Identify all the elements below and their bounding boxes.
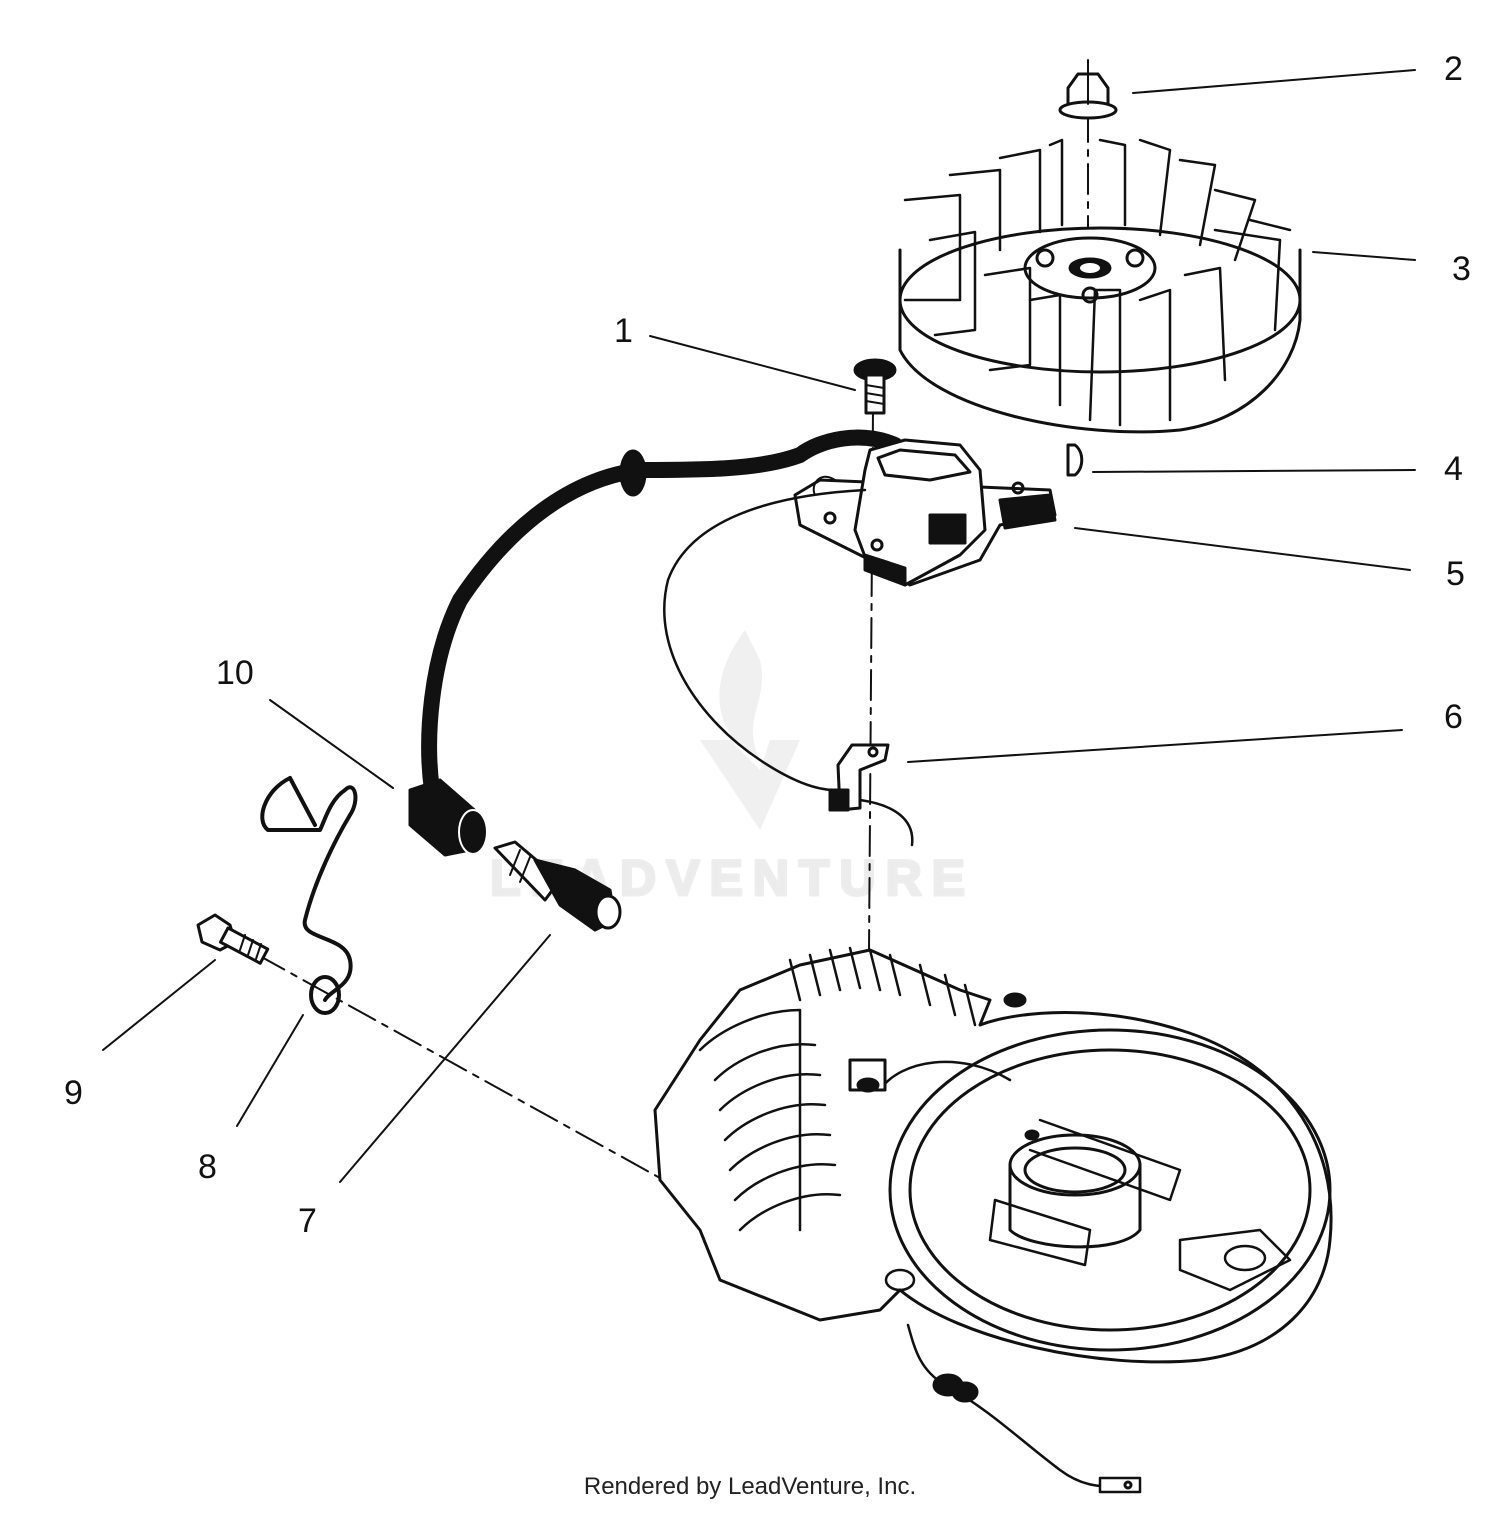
callout-1: 1 [614,312,633,350]
callout-4: 4 [1444,450,1463,488]
stop-wire [906,1323,1142,1494]
callout-labels: 1 2 3 4 5 6 7 8 9 10 [64,50,1471,1240]
callout-10: 10 [216,654,254,692]
ignition-module [793,438,1057,587]
render-credit: Rendered by LeadVenture, Inc. [583,1473,917,1500]
leader-line-5 [1074,527,1411,571]
ignition-lead-cable [421,429,903,798]
leader-line-3 [1312,251,1416,261]
callout-7: 7 [298,1202,317,1240]
leader-line-2 [1132,69,1416,94]
leader-line-6 [907,729,1403,763]
leader-line-9 [102,959,216,1051]
leader-line-4 [1092,469,1416,473]
spark-plug [493,840,622,932]
ground-wire [663,488,914,847]
engine-crankcase [653,946,1333,1364]
callout-8: 8 [198,1148,217,1186]
spark-plug-boot [408,778,488,857]
leader-line-10 [269,699,394,789]
flange-nut [1058,72,1118,120]
wire-bracket [260,776,358,1015]
callout-5: 5 [1446,555,1465,593]
callout-3: 3 [1452,250,1471,288]
wire-clip [828,743,890,812]
callout-2: 2 [1444,50,1463,88]
bracket-bolt [196,913,270,965]
flywheel-key [1066,443,1084,477]
callout-9: 9 [64,1074,83,1112]
mounting-screw [853,358,897,415]
callout-6: 6 [1444,698,1463,736]
flywheel [898,138,1302,434]
leader-line-1 [649,335,856,391]
watermark: LEADVENTURE [489,630,967,908]
leader-line-8 [236,1014,304,1127]
bolt-axis-line [257,954,661,1179]
